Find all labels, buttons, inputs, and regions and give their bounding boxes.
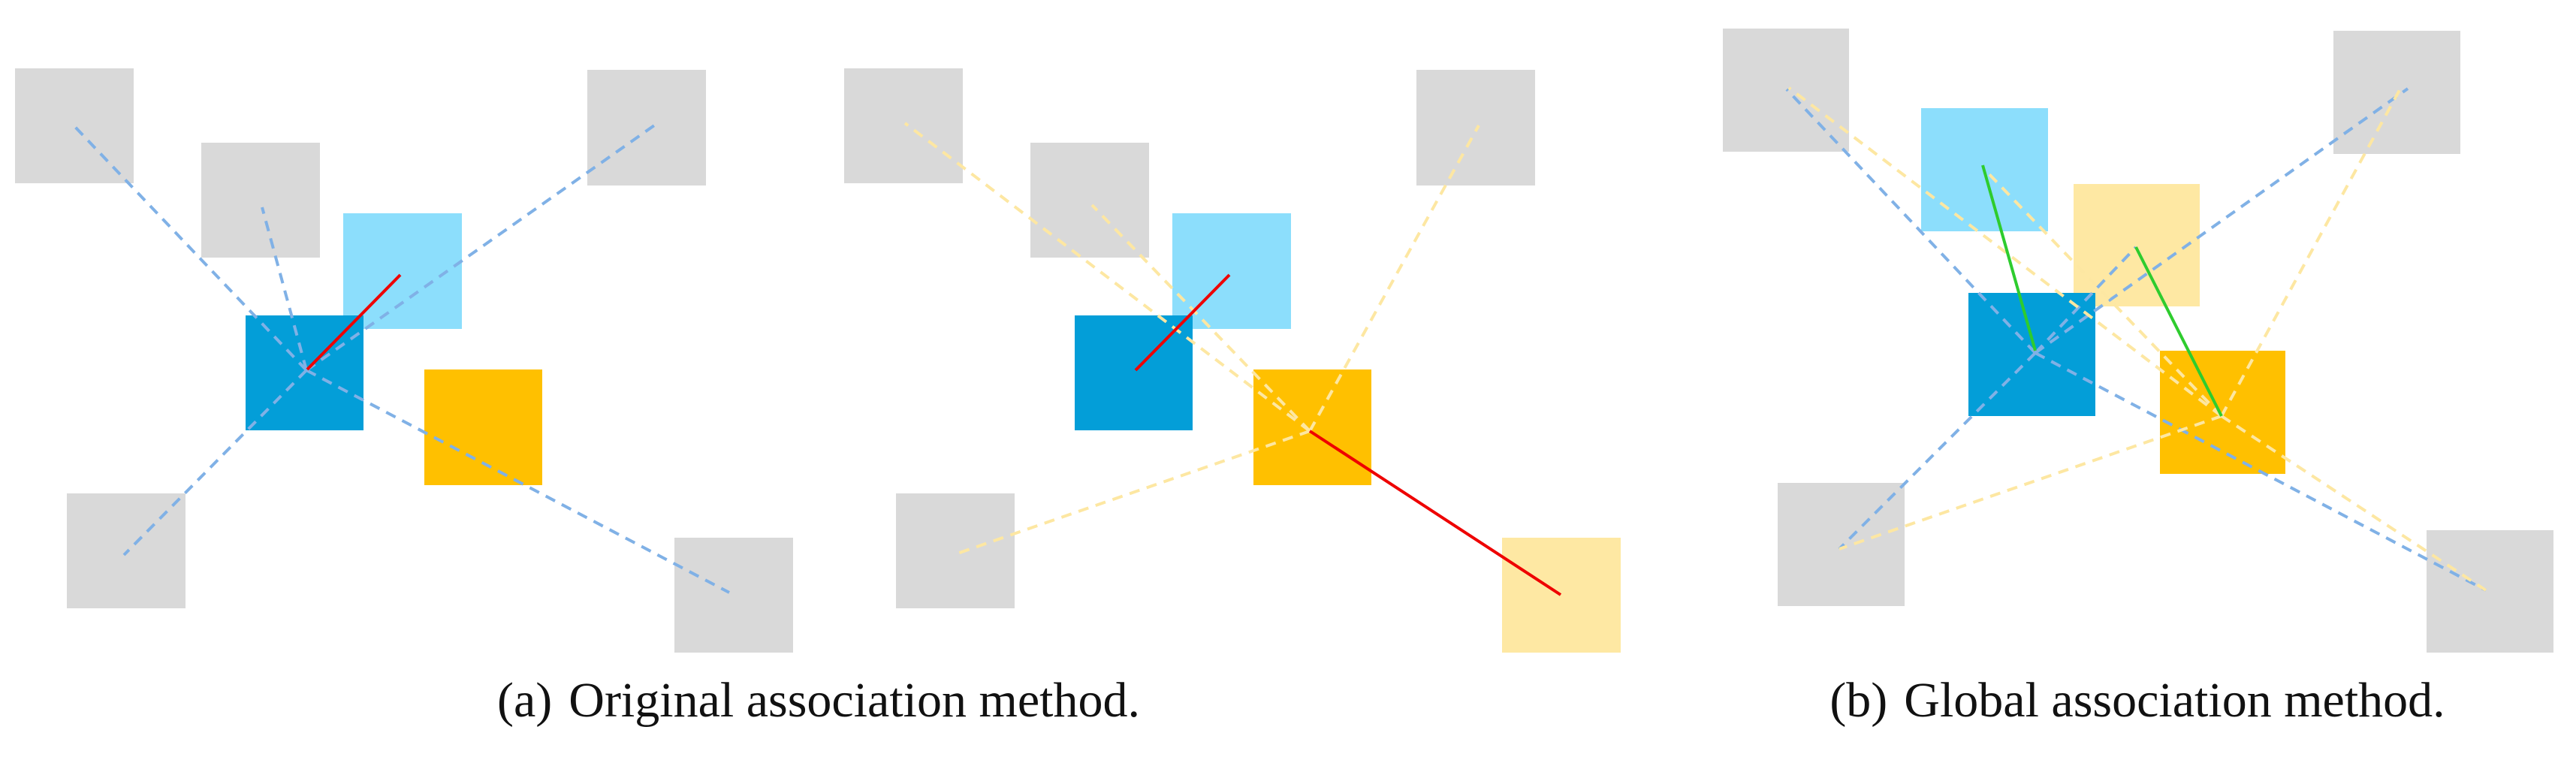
blue-dashed-candidate-link [2034,246,2137,354]
dark-yellow-track-box [424,369,542,485]
green-association-line [1981,164,2037,351]
dark-blue-track-box [1075,315,1193,430]
gray-detection-box [844,68,963,183]
caption-b-text: Global association method. [1904,673,2445,728]
caption-b-tag: (b) [1829,673,1888,728]
yellow-dashed-candidate-link [952,430,1311,556]
yellow-dashed-candidate-link [2220,89,2401,417]
yellow-dashed-candidate-link [1983,167,2223,418]
green-association-line [2134,246,2223,417]
gray-detection-box [587,70,706,185]
gray-detection-box [674,538,793,653]
blue-dashed-candidate-link [73,125,308,372]
blue-dashed-candidate-link [1785,88,2037,354]
red-association-line [1308,430,1562,596]
blue-dashed-candidate-link [306,369,730,594]
blue-dashed-candidate-link [2034,87,2409,354]
yellow-dashed-candidate-link [1787,86,2223,418]
caption-a-tag: (a) [497,673,553,728]
panel-global-association [1723,29,2553,653]
light-yellow-detection-box [1502,538,1621,653]
yellow-dashed-candidate-link [903,122,1311,433]
yellow-dashed-candidate-link [1308,125,1480,432]
gray-detection-box [15,68,134,183]
caption-a-text: Original association method. [569,673,1140,728]
gray-detection-box [1416,70,1535,185]
light-yellow-detection-box [2074,184,2200,306]
light-blue-detection-box [343,213,462,329]
panel-original-association [15,68,793,653]
light-blue-detection-box [1172,213,1291,329]
red-association-line [1134,273,1231,372]
gray-detection-box [1030,143,1149,258]
yellow-dashed-candidate-link [1090,204,1311,433]
gray-detection-box [896,493,1015,608]
panel-original-association-second-frame [844,68,1621,653]
red-association-line [306,273,402,371]
blue-dashed-candidate-link [2035,351,2487,592]
caption-a: (a) Original association method. [497,676,1140,725]
blue-dashed-candidate-link [122,369,308,556]
blue-dashed-candidate-link [1838,351,2037,550]
gray-detection-box [1778,483,1905,606]
blue-dashed-candidate-link [261,207,308,371]
caption-b: (b) Global association method. [1829,676,2445,725]
yellow-dashed-candidate-link [1838,415,2222,550]
gray-detection-box [2427,530,2553,653]
gray-detection-box [201,143,320,258]
